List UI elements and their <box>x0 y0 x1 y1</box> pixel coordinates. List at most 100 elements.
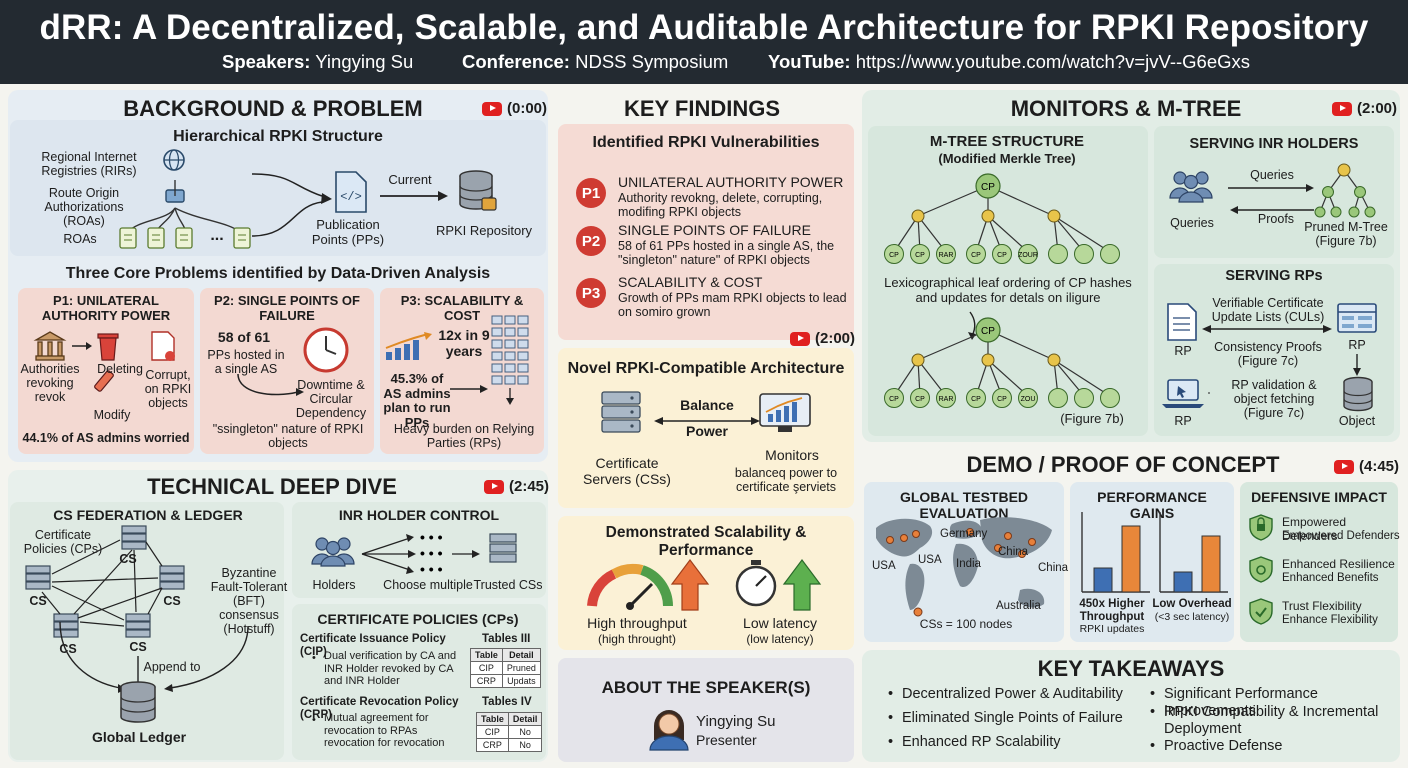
tree-leaf-node <box>1100 244 1120 264</box>
speakers-label: Speakers: <box>222 51 311 72</box>
tree-leaf-node <box>1048 388 1068 408</box>
vulnerabilities-card <box>558 124 854 340</box>
vulnerability-title: SCALABILITY & COST <box>618 274 763 290</box>
federation-title: CS FEDERATION & LEDGER <box>53 507 243 523</box>
roa-ellipsis: ... <box>210 227 224 244</box>
monitors-section: MONITORS & M-TREE (2:00) M-TREE STRUCTUR… <box>862 90 1400 442</box>
tree-mid-node <box>1047 209 1061 223</box>
rirs-label: Regional Internet Registries (RIRs) <box>41 150 137 178</box>
table-cell: Table <box>470 648 503 662</box>
perf-bar <box>1121 525 1141 593</box>
cul-label: Verifiable Certificate Update Lists (CUL… <box>1211 296 1325 324</box>
map-label: USA <box>872 560 896 572</box>
global-ledger-label: Global Ledger <box>91 729 187 745</box>
cul-arrow <box>1202 325 1332 333</box>
vulnerability-badge: P1 <box>576 178 606 208</box>
tree-leaf-node <box>1048 244 1068 264</box>
high-throughput-label: High throughput <box>587 615 687 631</box>
shield-icons <box>1249 514 1273 625</box>
tree-mid-node <box>911 353 925 367</box>
p1-authorities-label: Authorities revoking revok <box>20 362 80 404</box>
scalability-title: Demonstrated Scalability & Performance <box>605 524 807 559</box>
page-title: dRR: A Decentralized, Scalable, and Audi… <box>39 8 1369 47</box>
inr-holders-icon <box>1169 171 1213 203</box>
conference-label: Conference: <box>462 51 570 72</box>
consistency-proofs-label: Consistency Proofs (Figure 7c) <box>1214 340 1322 368</box>
tree-mid-node <box>981 209 995 223</box>
tree-leaf-node <box>1074 244 1094 264</box>
vulnerability-text: 58 of 61 PPs hosted in a single AS, the … <box>618 239 835 268</box>
rp-doc-icon <box>1167 303 1197 341</box>
monitors-youtube-timestamp[interactable]: (2:00) <box>1332 100 1397 117</box>
background-youtube-timestamp[interactable]: (0:00) <box>482 100 547 117</box>
p3-admins-label: 45.3% of AS admins plan to run PPs <box>383 371 451 430</box>
global-ledger-icon <box>120 681 156 723</box>
p1-stat: 44.1% of AS admins worried <box>22 431 190 445</box>
tree-mid-node <box>911 209 925 223</box>
mtree-title: M-TREE STRUCTURE <box>929 133 1085 150</box>
perf-overhead-label: Low Overhead <box>1152 598 1232 610</box>
tree-leaf-node <box>966 244 986 264</box>
inr-control-title: INR HOLDER CONTROL <box>338 507 500 523</box>
p3-arrow <box>450 385 488 393</box>
perf-bar <box>1201 535 1221 593</box>
map-label: Australia <box>996 600 1041 612</box>
p1-deleting-label: Deleting <box>97 362 143 376</box>
youtube-link[interactable]: https://www.youtube.com/watch?v=jvV--G6e… <box>855 51 1251 72</box>
tree-root-node <box>975 317 1001 343</box>
p1-modify-label: Modify <box>93 408 131 422</box>
tree-leaf-node <box>910 244 930 264</box>
tree-edge <box>917 329 989 361</box>
mtree-card <box>868 126 1148 436</box>
rp-validation-label: RP validation & object fetching (Figure … <box>1231 378 1317 420</box>
tree-leaf-label: RAR <box>939 396 954 403</box>
rpki-objects-grid-icon <box>491 315 529 405</box>
speaker-card <box>558 658 854 762</box>
map-label: China <box>998 546 1029 558</box>
speaker-name: Yingying Su <box>696 713 776 730</box>
cs-node-label-left: CS <box>29 594 47 608</box>
p2-hosted-label: PPs hosted in a single AS <box>207 348 285 376</box>
pp-code-icon: </> <box>335 171 367 213</box>
demo-youtube-timestamp[interactable]: (4:45) <box>1334 458 1399 475</box>
tree-leaf-node <box>884 388 904 408</box>
cs-node-label-right: CS <box>163 594 181 608</box>
takeaway-item: Decentralized Power & Auditability <box>888 686 1142 703</box>
svg-text:• • •: • • • <box>420 561 443 577</box>
query-proof-arrows <box>1228 184 1314 214</box>
choose-multiple-label: Choose multiple <box>383 578 473 592</box>
defense-title: Enhanced Resilience <box>1282 557 1395 571</box>
tree-leaf-node <box>910 388 930 408</box>
conference-line: Conference: NDSS Symposium <box>462 51 728 73</box>
deep-dive-youtube-timestamp[interactable]: (2:45) <box>484 478 549 495</box>
pruned-mtree-label: Pruned M-Tree (Figure 7b) <box>1304 220 1388 248</box>
vulnerability-badge: P3 <box>576 278 606 308</box>
tree-leaf-node <box>936 244 956 264</box>
world-map <box>876 517 1052 617</box>
findings-time: (2:00) <box>815 330 856 347</box>
table-cell: CIP <box>470 661 503 675</box>
findings-youtube-timestamp[interactable]: (2:00) <box>790 330 855 347</box>
power-label: Power <box>685 423 728 439</box>
findings-section: KEY FINDINGS Identified RPKI Vulnerabili… <box>556 90 856 762</box>
high-throughput-sub: (high throught) <box>597 632 677 646</box>
throughput-gauge-icon <box>587 559 710 611</box>
tree-root-node <box>975 173 1001 199</box>
cert-servers-label: Certificate Servers (CSs) <box>583 455 671 487</box>
p2-singleton-label: "ssingleton" nature of RPKI objects <box>212 422 364 450</box>
tree-leaf-node <box>1018 244 1038 264</box>
low-latency-sub: (low latency) <box>746 632 814 646</box>
crp-title: Certificate Revocation Policy (CRP) <box>300 696 459 722</box>
bft-label: Byzantine Fault-Tolerant (BFT) consensus… <box>210 566 288 636</box>
defense-title: Trust Flexibility <box>1282 599 1362 613</box>
speakers-line: Speakers: Yingying Su <box>222 51 413 73</box>
takeaway-item: Eliminated Single Points of Failure <box>888 710 1142 727</box>
serving-inr-title: SERVING INR HOLDERS <box>1189 136 1359 152</box>
table3-title: Tables III <box>482 633 531 645</box>
